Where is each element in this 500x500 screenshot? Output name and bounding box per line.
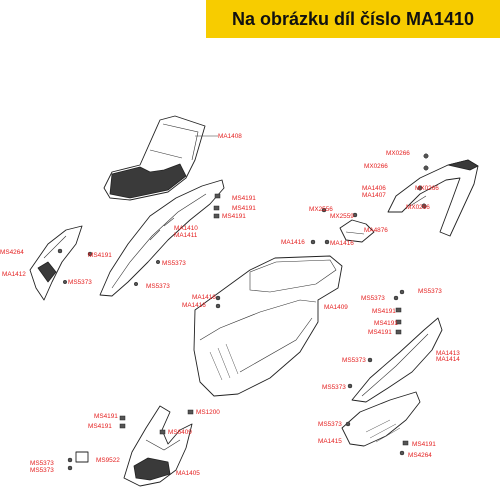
label-MA1412[interactable]: MA1412	[2, 271, 26, 278]
luggage-box-part[interactable]	[193, 255, 343, 397]
label-MA1409[interactable]: MA1409	[324, 304, 348, 311]
label-MS4264[interactable]: MS4264	[408, 452, 432, 459]
label-MS1200[interactable]: MS1200	[196, 409, 220, 416]
label-MS5373[interactable]: MS5373	[342, 357, 366, 364]
label-MS5373[interactable]: MS5373	[30, 460, 54, 467]
label-MS4191[interactable]: MS4191	[222, 213, 246, 220]
label-MA1408[interactable]: MA1408	[218, 133, 242, 140]
label-MS6409[interactable]: MS6409	[168, 429, 192, 436]
front-side-cover-part[interactable]	[29, 225, 83, 301]
label-MS4191[interactable]: MS4191	[368, 329, 392, 336]
label-MS5373[interactable]: MS5373	[146, 283, 170, 290]
label-MS4191[interactable]: MS4191	[412, 441, 436, 448]
label-MA1416[interactable]: MA1416	[182, 302, 206, 309]
label-MS5373[interactable]: MS5373	[322, 384, 346, 391]
label-MA1406[interactable]: MA1406	[362, 185, 386, 192]
label-MS4191[interactable]: MS4191	[94, 413, 118, 420]
label-MA1407[interactable]: MA1407	[362, 192, 386, 199]
label-MX2559[interactable]: MX2559	[330, 213, 354, 220]
label-MS4191[interactable]: MS4191	[374, 320, 398, 327]
label-MS5373[interactable]: MS5373	[418, 288, 442, 295]
label-MS4191[interactable]: MS4191	[372, 308, 396, 315]
label-MA1416[interactable]: MA1416	[192, 294, 216, 301]
label-MA1414[interactable]: MA1414	[436, 356, 460, 363]
label-MS4191[interactable]: MS4191	[232, 195, 256, 202]
label-MX2556[interactable]: MX2556	[309, 206, 333, 213]
label-MS5373[interactable]: MS5373	[30, 467, 54, 474]
label-MS5373[interactable]: MS5373	[361, 295, 385, 302]
label-MA1413[interactable]: MA1413	[436, 350, 460, 357]
fasteners	[57, 153, 429, 471]
label-MA1415[interactable]: MA1415	[318, 438, 342, 445]
rear-lower-cover-part[interactable]	[341, 391, 421, 447]
label-MX0266[interactable]: MX0266	[406, 204, 430, 211]
label-MA1416[interactable]: MA1416	[330, 240, 354, 247]
label-MS4264[interactable]: MS4264	[0, 249, 24, 256]
label-MA1411[interactable]: MA1411	[174, 232, 198, 239]
part-labels: MA1408 MX0266 MX0266 MA1406 MA1407 MX026…	[0, 133, 460, 477]
label-MS4191[interactable]: MS4191	[88, 423, 112, 430]
label-MX0266[interactable]: MX0266	[364, 163, 388, 170]
label-MA1405[interactable]: MA1405	[176, 470, 200, 477]
label-MS4191[interactable]: MS4191	[232, 205, 256, 212]
seat-part[interactable]	[103, 115, 206, 201]
side-cover-left-part[interactable]	[99, 179, 225, 297]
label-MA4876[interactable]: MA4876	[364, 227, 388, 234]
title-banner: Na obrázku díl číslo MA1410	[206, 0, 500, 38]
label-MS9522[interactable]: MS9522	[96, 457, 120, 464]
label-MS4191[interactable]: MS4191	[88, 252, 112, 259]
side-cover-right-part[interactable]	[351, 317, 443, 403]
label-MA1416[interactable]: MA1416	[281, 239, 305, 246]
front-panel-part[interactable]	[123, 405, 193, 487]
label-MS5373[interactable]: MS5373	[318, 421, 342, 428]
label-MS5373[interactable]: MS5373	[68, 279, 92, 286]
label-MX0266[interactable]: MX0266	[415, 185, 439, 192]
label-MS5373[interactable]: MS5373	[162, 260, 186, 267]
bracket-part[interactable]	[339, 219, 375, 243]
banner-title: Na obrázku díl číslo MA1410	[231, 8, 475, 29]
label-MA1410[interactable]: MA1410	[174, 225, 198, 232]
rear-rack-part[interactable]	[387, 159, 479, 237]
label-MX0266[interactable]: MX0266	[386, 150, 410, 157]
